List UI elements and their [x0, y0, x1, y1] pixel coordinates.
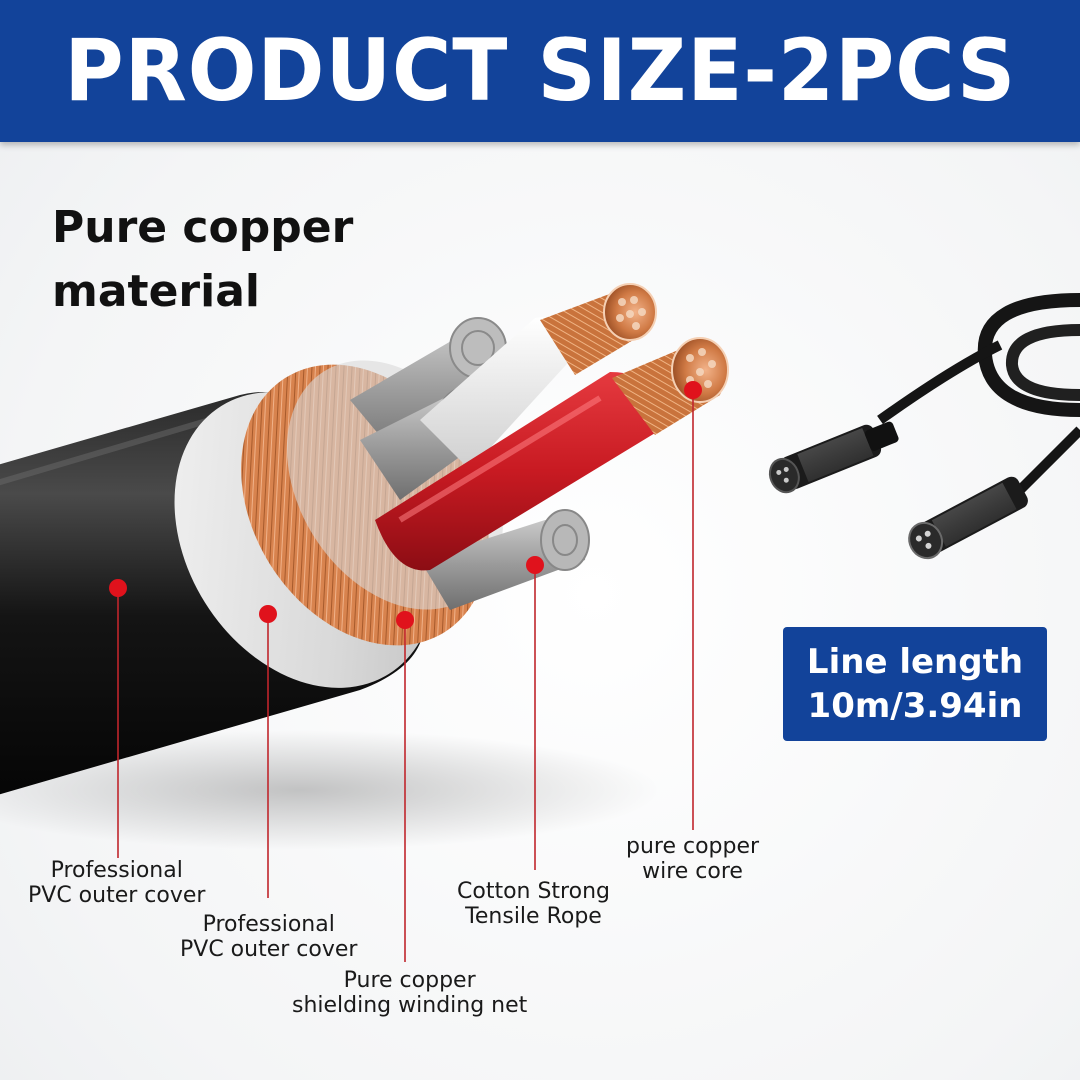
callout-markers	[109, 381, 702, 629]
line-length-label: Line length	[806, 642, 1024, 682]
callout-label-inner-cover: Professional PVC outer cover	[180, 912, 357, 962]
red-insulated-conductor	[375, 372, 661, 571]
label-line-1: Professional	[50, 858, 183, 883]
banner-title: PRODUCT SIZE-2PCS	[64, 21, 1016, 121]
callout-label-shielding-net: Pure copper shielding winding net	[292, 968, 527, 1018]
marker-dot	[526, 556, 544, 574]
marker-dot	[684, 381, 702, 399]
line-length-badge: Line length 10m/3.94in	[783, 627, 1047, 741]
marker-dot	[109, 579, 127, 597]
line-length-value: 10m/3.94in	[807, 686, 1023, 726]
xlr-cable-photo	[768, 293, 1080, 560]
callout-label-outer-cover: Professional PVC outer cover	[28, 858, 205, 908]
white-insulated-conductor	[420, 317, 575, 470]
headline-line-2: material	[52, 266, 260, 317]
label-line-1: Pure copper	[343, 968, 476, 993]
title-banner: PRODUCT SIZE-2PCS	[0, 0, 1080, 142]
label-line-2: Tensile Rope	[465, 904, 602, 929]
marker-dot	[396, 611, 414, 629]
callout-label-wire-core: pure copper wire core	[626, 834, 759, 884]
label-line-1: Cotton Strong	[457, 879, 610, 904]
callout-label-tensile-rope: Cotton Strong Tensile Rope	[457, 879, 610, 929]
callout-lines	[117, 390, 694, 962]
label-line-1: Professional	[202, 912, 335, 937]
headline: Pure copper material	[52, 196, 412, 324]
label-line-2: PVC outer cover	[180, 937, 358, 962]
label-line-2: wire core	[642, 859, 743, 884]
label-line-1: pure copper	[626, 834, 760, 859]
marker-dot	[259, 605, 277, 623]
label-line-2: shielding winding net	[292, 993, 528, 1018]
headline-line-1: Pure copper	[52, 202, 354, 253]
label-line-2: PVC outer cover	[28, 883, 206, 908]
